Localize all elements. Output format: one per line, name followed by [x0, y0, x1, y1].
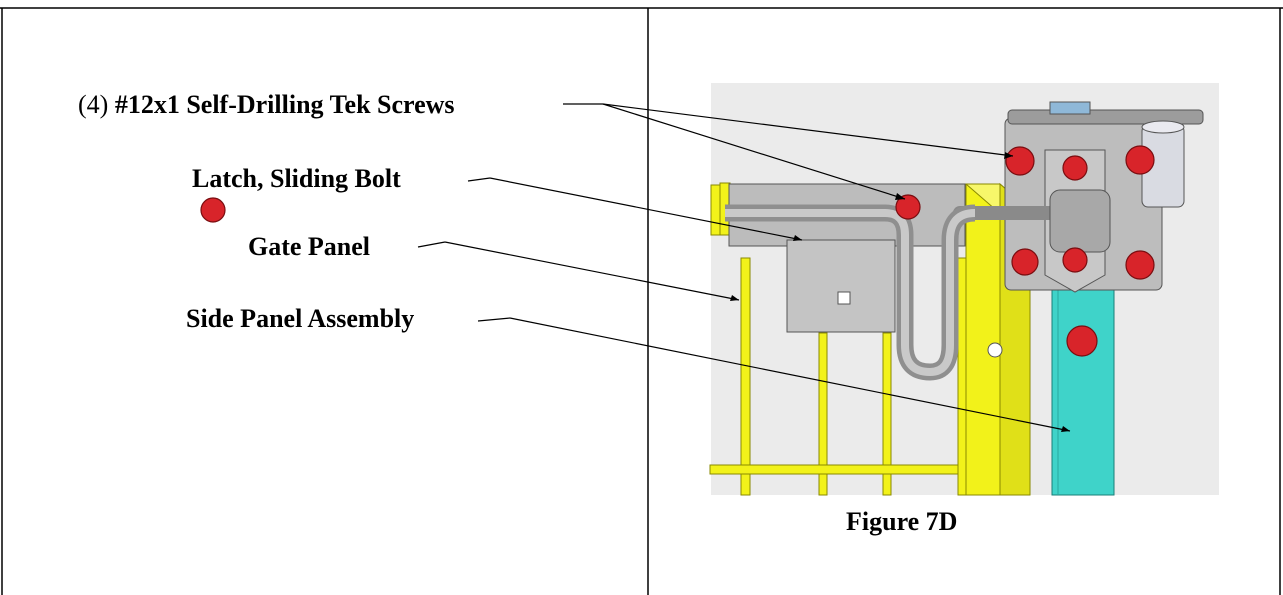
label-screws-qty: (4) — [78, 90, 109, 119]
label-gate-panel: Gate Panel — [248, 232, 371, 261]
leader-lines — [417, 103, 1071, 432]
figure-caption: Figure 7D — [846, 507, 958, 536]
table-borders — [0, 7, 1283, 595]
label-screws-text: #12x1 Self-Drilling Tek Screws — [114, 90, 455, 119]
screws-graphic — [200, 145, 1155, 357]
label-latch: Latch, Sliding Bolt — [192, 164, 401, 193]
latch-graphic — [725, 183, 1111, 381]
arrow-heads — [730, 152, 1070, 432]
label-screws: (4) #12x1 Self-Drilling Tek Screws — [78, 90, 455, 120]
figure-7d-illustration — [200, 83, 1219, 496]
label-side-panel: Side Panel Assembly — [186, 304, 415, 333]
